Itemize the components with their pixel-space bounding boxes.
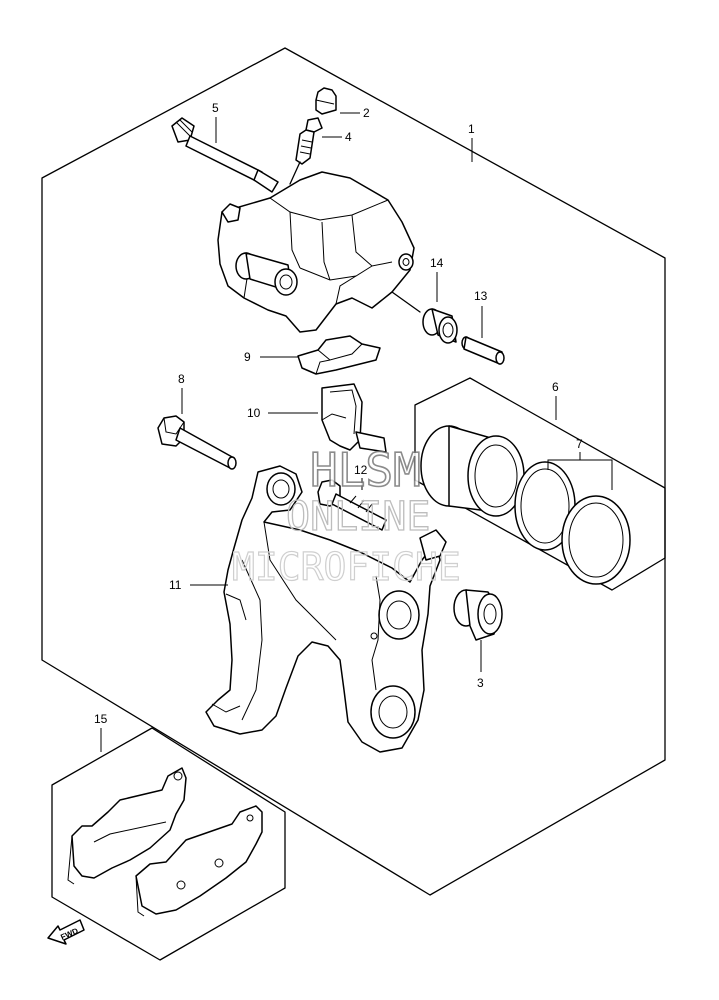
pad-retainer bbox=[321, 383, 387, 453]
leader-lines bbox=[100, 112, 613, 752]
caliper-piston bbox=[420, 425, 525, 517]
fwd-arrow-icon: FWD bbox=[47, 919, 85, 945]
watermark: HLSM ONLINE MICROFICHE bbox=[231, 442, 461, 589]
caliper-bracket bbox=[205, 465, 447, 753]
watermark-line3: MICROFICHE bbox=[232, 545, 461, 589]
pad-set-frame bbox=[51, 727, 286, 961]
callout-8: 8 bbox=[178, 372, 185, 386]
assembly-frame bbox=[41, 47, 666, 896]
pin-sleeve bbox=[461, 336, 505, 365]
callout-2: 2 bbox=[363, 106, 370, 120]
brake-pad-rear bbox=[67, 767, 187, 885]
watermark-line1: HLSM bbox=[310, 443, 421, 497]
bleeder-cap bbox=[315, 87, 337, 115]
callout-13: 13 bbox=[474, 289, 488, 303]
piston-seals bbox=[514, 461, 631, 585]
bracket-bolt bbox=[317, 479, 387, 531]
callout-1: 1 bbox=[468, 122, 475, 136]
callout-6: 6 bbox=[552, 380, 559, 394]
callout-5: 5 bbox=[212, 101, 219, 115]
piston-boot bbox=[453, 589, 503, 641]
callout-7: 7 bbox=[576, 437, 583, 451]
callouts: 1 2 3 4 5 6 7 8 9 10 11 12 13 14 15 bbox=[94, 101, 583, 726]
brake-pad-front bbox=[135, 805, 263, 917]
callout-12: 12 bbox=[354, 463, 368, 477]
callout-9: 9 bbox=[244, 350, 251, 364]
caliper-body bbox=[217, 171, 421, 333]
callout-14: 14 bbox=[430, 256, 444, 270]
callout-4: 4 bbox=[345, 130, 352, 144]
callout-10: 10 bbox=[247, 406, 261, 420]
watermark-line2: ONLINE bbox=[286, 494, 431, 540]
mounting-bolt bbox=[157, 415, 237, 470]
bleeder-valve bbox=[289, 117, 323, 185]
callout-15: 15 bbox=[94, 712, 108, 726]
caliper-pin-long bbox=[171, 117, 279, 193]
pad-spring bbox=[297, 335, 381, 375]
callout-3: 3 bbox=[477, 676, 484, 690]
piston-set-frame bbox=[414, 377, 666, 591]
callout-11: 11 bbox=[169, 578, 182, 592]
pin-boot bbox=[422, 308, 458, 344]
